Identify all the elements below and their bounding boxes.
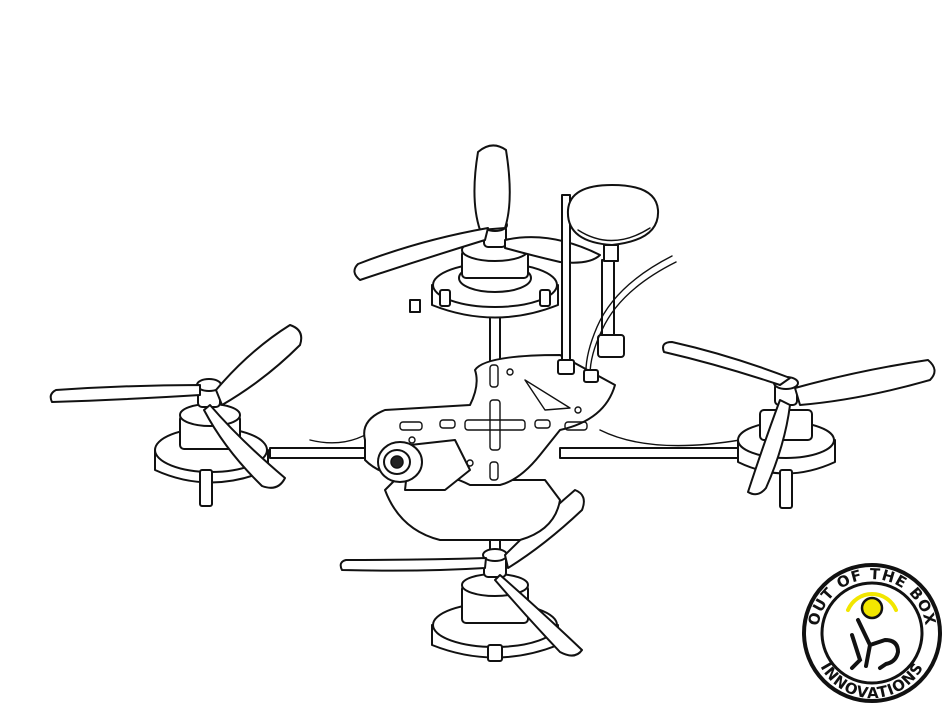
left-motor (155, 379, 268, 506)
brand-logo: OUT OF THE BOX INNOVATIONS (804, 565, 940, 702)
gps-module (568, 185, 658, 357)
antenna-wire (584, 256, 676, 382)
